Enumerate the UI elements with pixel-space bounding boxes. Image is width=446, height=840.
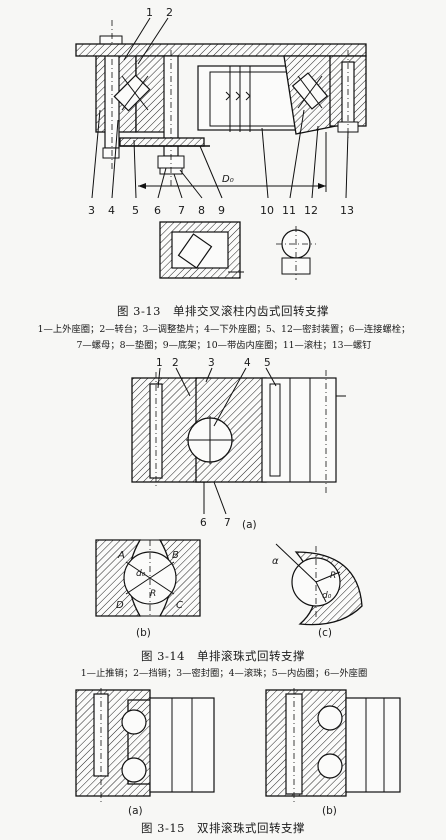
- base-frame: [119, 137, 205, 147]
- turntable-plate: [75, 43, 367, 57]
- callout-1: 1: [146, 6, 153, 19]
- callout-4: 4: [244, 357, 251, 369]
- fig15-sub-a-label: (a): [128, 805, 143, 817]
- label-d0-c: d₀: [322, 591, 332, 601]
- fig14-ball: [186, 416, 234, 464]
- label-alpha: α: [272, 556, 279, 567]
- fig14-gear-ring: [261, 370, 346, 496]
- figure-3-15-drawing: (a) (b): [75, 688, 401, 817]
- dimension-label: D₀: [222, 174, 234, 185]
- label-R-b: R: [150, 589, 156, 599]
- roller-section: [113, 55, 171, 133]
- fig14-sub-a-label: (a): [242, 519, 257, 531]
- figure-3-13-legend-line-2: 7—螺母；8—垫圈；9—底架；10—带齿内座圈；11—滚柱；13—螺钉: [76, 340, 372, 351]
- label-d0-b: d₀: [136, 569, 146, 579]
- figure-3-13-caption: 图 3-13 单排交叉滚柱内齿式回转支撑: [117, 304, 329, 318]
- label-B: B: [172, 550, 179, 561]
- callout-6: 6: [200, 517, 207, 529]
- figure-3-14-legend: 1—止推销；2—挡销；3—密封圈；4—滚珠；5—内齿圈；6—外座圈: [80, 668, 368, 679]
- right-outer-ring: [329, 50, 367, 140]
- callout-12: 12: [304, 204, 318, 217]
- fig14-detail-c: α R d₀: [272, 543, 363, 626]
- callout-3: 3: [88, 204, 95, 217]
- fig14-detail-b: A B C D d₀ R: [95, 539, 201, 617]
- figure-3-13-drawing: D₀ 1 2 3 4 5 6 7 8 9 10 11 12 13: [75, 6, 367, 280]
- fig15-sub-b-label: (b): [322, 805, 337, 817]
- callout-9: 9: [218, 204, 225, 217]
- callout-13: 13: [340, 204, 354, 217]
- callout-5: 5: [264, 357, 271, 369]
- label-A: A: [117, 550, 125, 561]
- callouts-top: 1 2: [123, 6, 173, 65]
- callout-7: 7: [178, 204, 185, 217]
- figure-3-14-caption: 图 3-14 单排滚珠式回转支撑: [141, 649, 305, 663]
- fig14-sub-b-label: (b): [136, 627, 151, 639]
- callout-2: 2: [166, 6, 173, 19]
- callout-1: 1: [156, 357, 163, 369]
- label-C: C: [176, 600, 183, 611]
- callout-2: 2: [172, 357, 179, 369]
- figure-3-15-caption: 图 3-15 双排滚珠式回转支撑: [141, 821, 305, 835]
- label-D: D: [116, 600, 124, 611]
- connecting-bolt: [157, 50, 185, 186]
- roller-detail-view: [276, 226, 316, 280]
- label-R-c: R: [330, 571, 336, 581]
- callout-11: 11: [282, 204, 296, 217]
- callout-3: 3: [208, 357, 215, 369]
- right-roller-section: [283, 55, 337, 135]
- callout-5: 5: [132, 204, 139, 217]
- callout-4: 4: [108, 204, 115, 217]
- callouts-bottom: 3 4 5 6 7 8 9 10 11 12 13: [88, 109, 354, 217]
- fig15-variant-a: [75, 688, 215, 802]
- dimension-d0: D₀: [138, 132, 327, 192]
- callout-7: 7: [224, 517, 231, 529]
- fig14-sub-c-label: (c): [318, 627, 332, 639]
- figure-3-13-legend-line-1: 1—上外座圈；2—转台；3—调整垫片；4—下外座圈；5、12—密封装置；6—连接…: [37, 324, 411, 335]
- seal-detail-view: [159, 221, 244, 279]
- fig15-variant-b: [265, 688, 401, 804]
- figure-3-14-drawing: 1 2 3 4 5 6 7 (a) A B C D d₀ R (b) α R d…: [95, 357, 363, 639]
- callout-6: 6: [154, 204, 161, 217]
- fig14-callouts: 1 2 3 4 5 6 7: [156, 357, 277, 529]
- callout-10: 10: [260, 204, 274, 217]
- callout-8: 8: [198, 204, 205, 217]
